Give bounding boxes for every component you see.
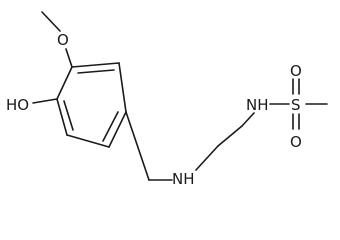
ring-bond-lower-left-inner bbox=[63, 100, 74, 131]
ring-bond-top bbox=[71, 62, 120, 68]
ring-bond-upper-right bbox=[118, 62, 127, 113]
ring-bond-lower-right bbox=[108, 111, 127, 148]
bond-methoxy-oxygen-ring bbox=[65, 48, 73, 68]
bond-methyl-methoxy-oxygen bbox=[41, 11, 61, 32]
sulfonyl-oxygen-top-label: O bbox=[290, 62, 302, 80]
ring-bond-upper-left bbox=[56, 66, 73, 100]
ring-bond-lower-right-inner bbox=[102, 111, 119, 142]
bond-ethyl-sulfonamide-nitrogen bbox=[241, 112, 255, 127]
ring-bond-lower-left bbox=[56, 98, 68, 136]
bond-amine-ethyl bbox=[195, 145, 219, 171]
bond-ring-benzyl bbox=[125, 111, 150, 181]
sulfonamide-nitrogen-label: NH bbox=[246, 96, 269, 114]
amine-label: NH bbox=[172, 170, 195, 184]
bond-ring-hydroxyl bbox=[32, 98, 58, 104]
hydroxyl-label: HO bbox=[6, 96, 29, 114]
sulfonyl-oxygen-bottom-label: O bbox=[290, 133, 302, 151]
ring-bond-bottom bbox=[66, 134, 110, 148]
chemical-structure: O HO NH NH S O O bbox=[6, 11, 328, 184]
structure-canvas: O HO NH NH S O O bbox=[6, 11, 328, 184]
ring-bond-top-inner bbox=[77, 69, 115, 74]
sulfonyl-sulfur-label: S bbox=[291, 96, 301, 114]
bond-ethyl-ethyl bbox=[217, 125, 243, 147]
methoxy-oxygen-label: O bbox=[57, 31, 69, 49]
